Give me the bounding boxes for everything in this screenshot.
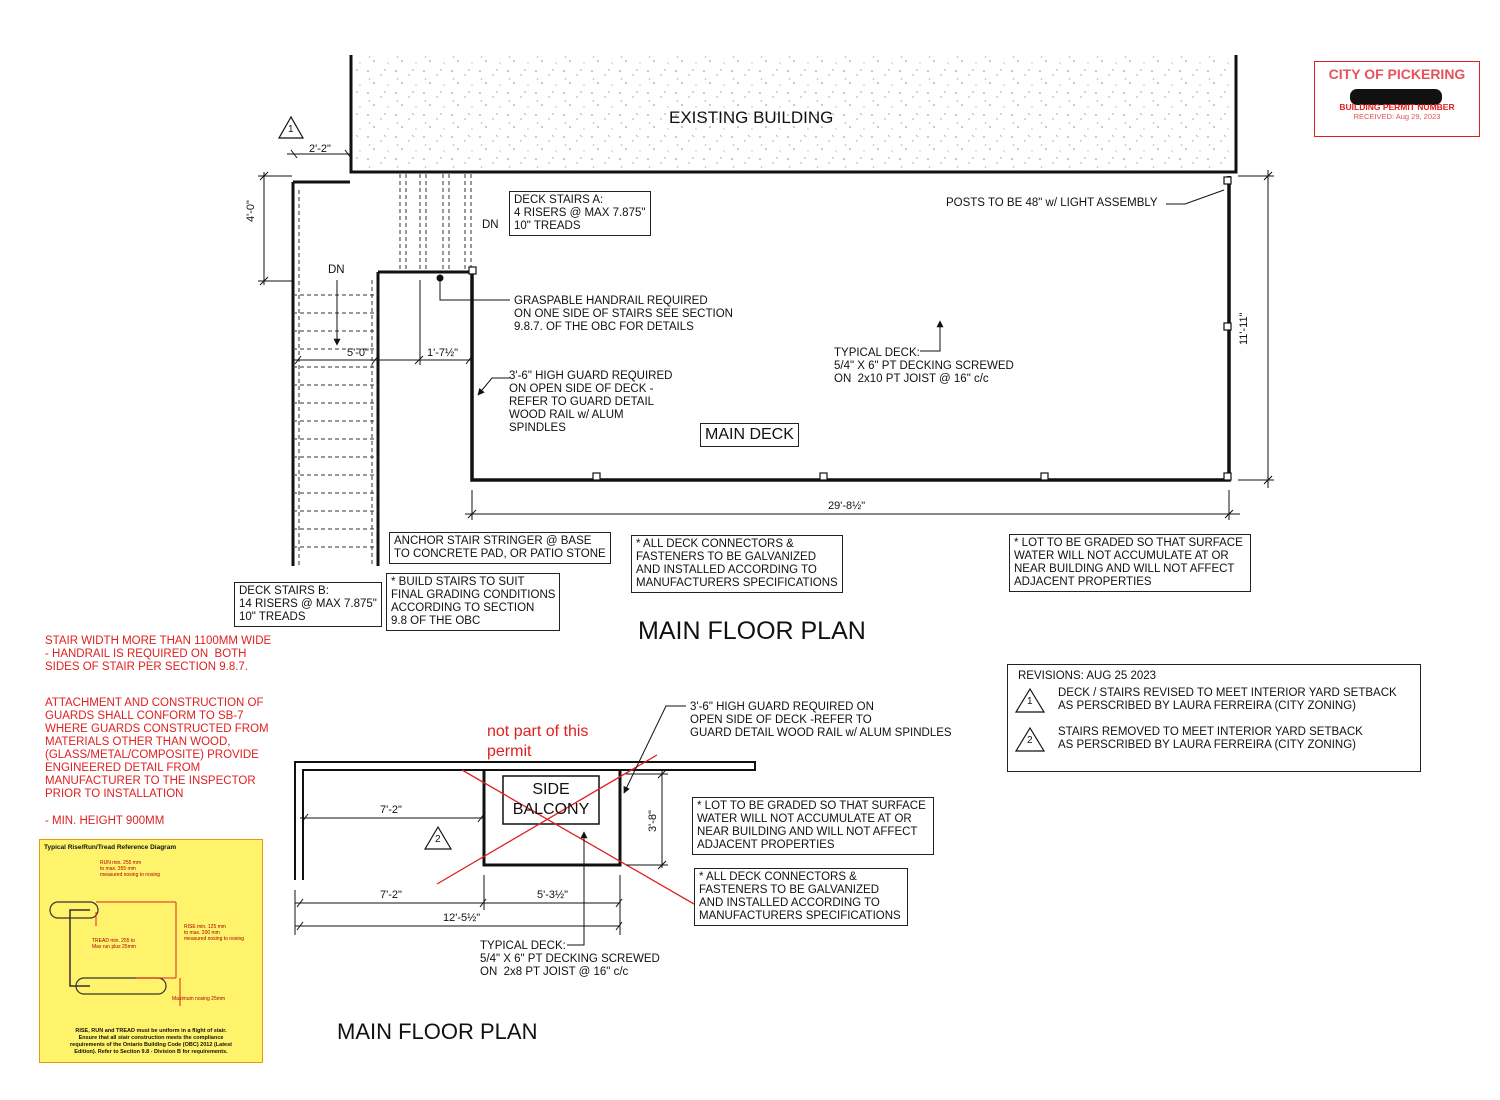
dim-7-2-top-label: 7'-2" xyxy=(380,804,402,816)
reference-stair-sketch xyxy=(49,901,181,1006)
deck-stairs-a-box: DECK STAIRS A: 4 RISERS @ MAX 7.875" 10"… xyxy=(509,191,651,236)
connectors-note-top: * ALL DECK CONNECTORS & FASTENERS TO BE … xyxy=(631,535,843,593)
dim-12-5-label: 12'-5½" xyxy=(443,912,481,924)
main-deck-outline xyxy=(468,176,1232,482)
legend-marker-2: 2 xyxy=(1027,735,1033,746)
dim-5-3-label: 5'-3½" xyxy=(537,889,569,901)
stamp-city: CITY OF PICKERING xyxy=(1328,66,1466,82)
reference-tread: TREAD min. 255 to Max run plus 25mm xyxy=(92,938,136,950)
deck-stairs-b xyxy=(291,180,472,566)
grading-note-bottom: * LOT TO BE GRADED SO THAT SURFACE WATER… xyxy=(692,797,934,855)
red-note-guards: ATTACHMENT AND CONSTRUCTION OF GUARDS SH… xyxy=(45,697,269,800)
stamp-permit-label: BUILDING PERMIT NUMBER xyxy=(1339,102,1455,112)
dimension-12-5 xyxy=(294,890,623,935)
dimension-5-0 xyxy=(293,355,379,365)
dimension-7-2-bottom xyxy=(295,875,487,910)
connectors-note-bottom: * ALL DECK CONNECTORS & FASTENERS TO BE … xyxy=(694,868,908,926)
dim-1-7-label: 1'-7½" xyxy=(427,347,459,359)
existing-building-label: EXISTING BUILDING xyxy=(669,108,834,127)
deck-stairs-b-box: DECK STAIRS B: 14 RISERS @ MAX 7.875" 10… xyxy=(234,582,382,627)
side-balcony-label: SIDE BALCONY xyxy=(512,781,590,818)
reference-run: RUN min. 255 mm to max. 355 mm measured … xyxy=(100,860,161,878)
dim-11-11-label: 11'-11" xyxy=(1238,312,1250,345)
dim-7-2-bottom-label: 7'-2" xyxy=(380,889,402,901)
build-stairs-note: * BUILD STAIRS TO SUIT FINAL GRADING CON… xyxy=(386,573,560,631)
dimension-4-0 xyxy=(258,171,292,286)
redacted-permit-number xyxy=(1350,89,1442,105)
main-floor-plan-title-bottom: MAIN FLOOR PLAN xyxy=(337,1019,538,1044)
anchor-note-box: ANCHOR STAIR STRINGER @ BASE TO CONCRETE… xyxy=(389,532,611,564)
dim-29-8-label: 29'-8½" xyxy=(828,500,866,512)
dim-4-0-label: 4'-0" xyxy=(245,200,257,222)
dimension-7-2-top xyxy=(300,813,485,823)
revisions-legend: REVISIONS: AUG 25 2023 1 DECK / STAIRS R… xyxy=(1007,664,1421,772)
red-note-stair-width: STAIR WIDTH MORE THAN 1100MM WIDE - HAND… xyxy=(45,635,272,673)
not-part-cross-out xyxy=(436,754,695,905)
revision-marker-1-label: 1 xyxy=(288,124,294,135)
revision-item-2: STAIRS REMOVED TO MEET INTERIOR YARD SET… xyxy=(1058,726,1363,751)
deck-stairs-a xyxy=(399,174,472,270)
guard-note-bottom: 3'-6" HIGH GUARD REQUIRED ON OPEN SIDE O… xyxy=(690,701,952,739)
dimension-3-8 xyxy=(626,769,668,870)
dimension-11-11 xyxy=(1238,170,1274,488)
reference-rise: RISE min. 125 mm to max. 200 mm measured… xyxy=(184,924,245,942)
dn-label-a: DN xyxy=(482,219,499,231)
handrail-leader xyxy=(436,274,510,301)
posts-note: POSTS TO BE 48" w/ LIGHT ASSEMBLY xyxy=(946,197,1158,209)
stamp-received: RECEIVED: Aug 29, 2023 xyxy=(1353,112,1441,121)
dim-3-8-label: 3'-8" xyxy=(647,810,659,832)
leader-lines-bottom xyxy=(567,705,686,946)
revision-marker-1 xyxy=(277,115,305,139)
revision-marker-2 xyxy=(423,825,453,850)
red-note-min-height: - MIN. HEIGHT 900MM xyxy=(45,815,165,827)
dimension-2-2 xyxy=(287,149,352,159)
legend-triangles xyxy=(1014,687,1046,752)
main-floor-plan-title-top: MAIN FLOOR PLAN xyxy=(638,617,866,645)
reference-nosing: Maximum nosing 25mm xyxy=(172,996,226,1002)
reference-footer: RISE, RUN and TREAD must be uniform in a… xyxy=(70,1028,232,1055)
typical-deck-note-top: TYPICAL DECK: 5/4" X 6" PT DECKING SCREW… xyxy=(834,347,1014,385)
city-stamp: CITY OF PICKERING BUILDING PERMIT NUMBER… xyxy=(1314,61,1480,137)
dn-label-b: DN xyxy=(328,264,345,276)
handrail-note: GRASPABLE HANDRAIL REQUIRED ON ONE SIDE … xyxy=(514,295,733,333)
legend-marker-1: 1 xyxy=(1027,696,1033,707)
typical-deck-note-bottom: TYPICAL DECK: 5/4" X 6" PT DECKING SCREW… xyxy=(480,940,660,978)
dim-5-0-label: 5'-0" xyxy=(347,347,369,359)
revision-item-1: DECK / STAIRS REVISED TO MEET INTERIOR Y… xyxy=(1058,687,1397,712)
reference-heading: Typical Rise/Run/Tread Reference Diagram xyxy=(44,844,177,851)
not-part-of-permit-note: not part of this permit xyxy=(487,723,589,760)
leader-lines-top xyxy=(477,189,1225,396)
existing-building xyxy=(349,55,1238,174)
revisions-heading: REVISIONS: AUG 25 2023 xyxy=(1018,670,1157,682)
main-deck-label: MAIN DECK xyxy=(700,423,799,447)
rise-run-tread-reference: Typical Rise/Run/Tread Reference Diagram… xyxy=(39,839,263,1063)
revision-marker-2-label: 2 xyxy=(435,834,441,845)
dimension-29-8 xyxy=(465,490,1240,520)
grading-note-top: * LOT TO BE GRADED SO THAT SURFACE WATER… xyxy=(1009,534,1251,592)
guard-note-top: 3'-6" HIGH GUARD REQUIRED ON OPEN SIDE O… xyxy=(509,370,673,434)
dim-2-2-label: 2'-2" xyxy=(309,143,331,155)
